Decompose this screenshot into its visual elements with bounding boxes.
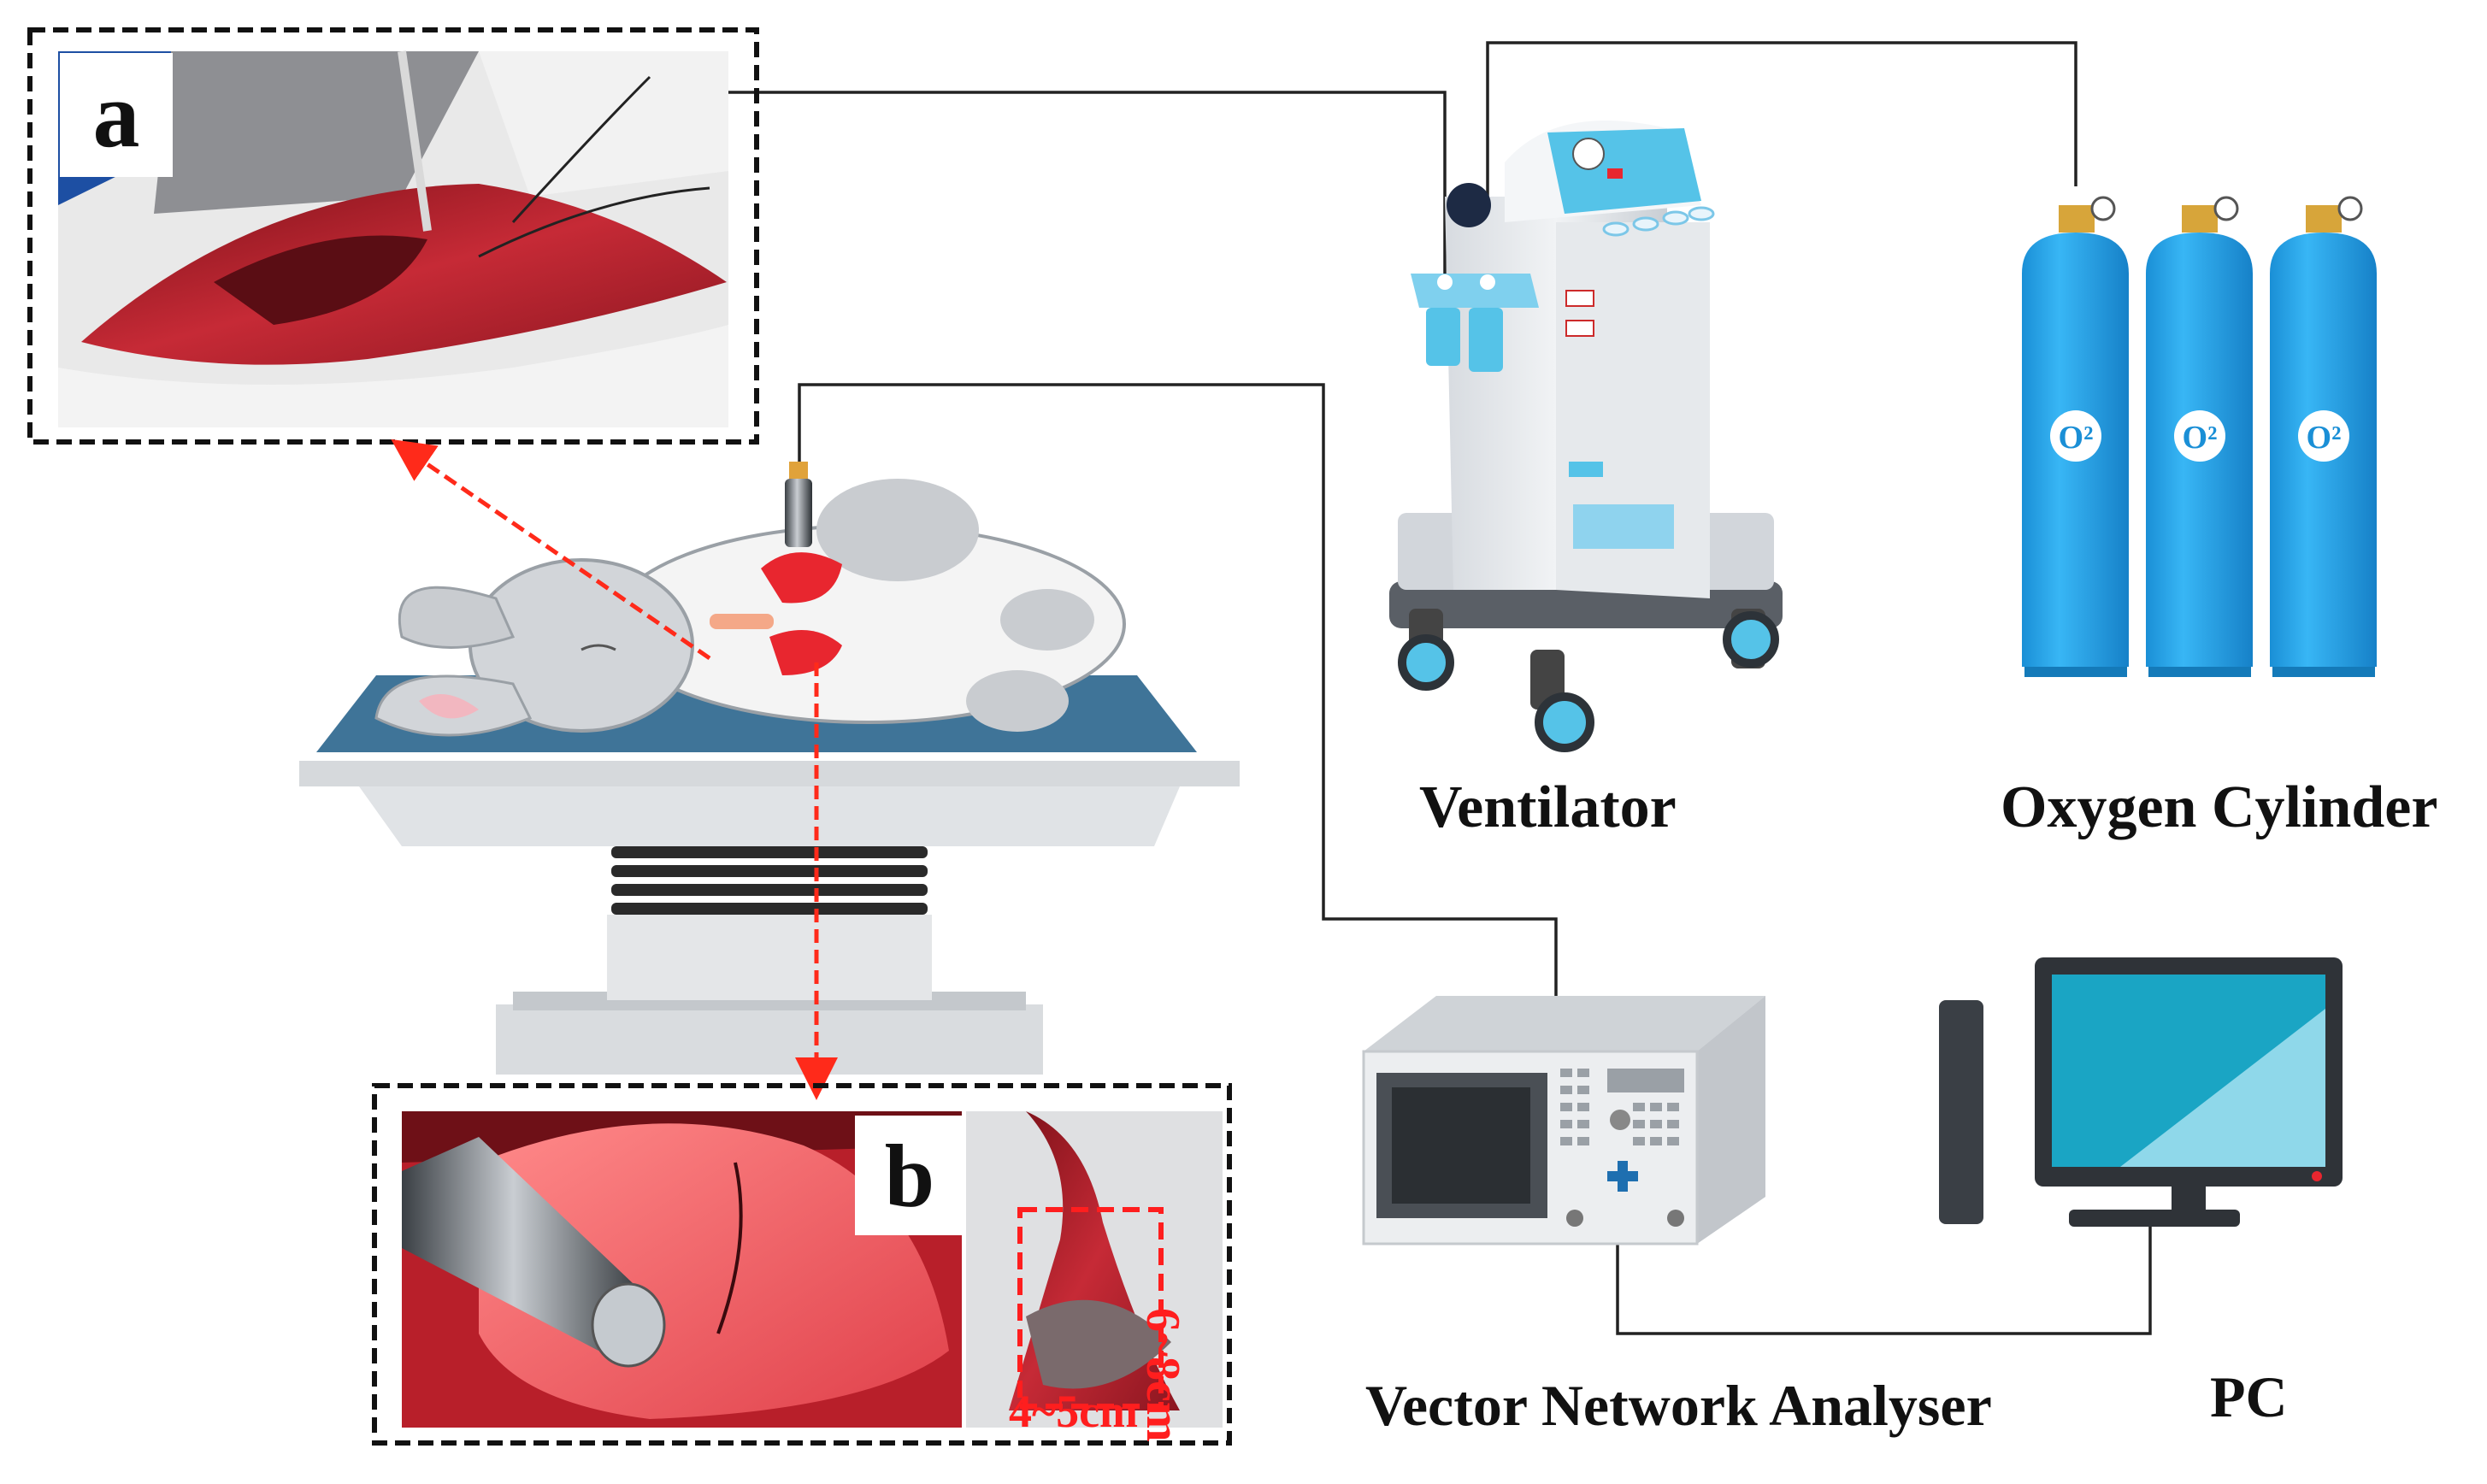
oxygen-cylinder-label: Oxygen Cylinder: [2001, 774, 2438, 840]
panel-a-inset: [27, 27, 759, 445]
pc-label: PC: [2210, 1364, 2288, 1429]
wire-vna-to-pc: [1616, 1218, 2152, 1335]
cylinder-mark-1: O²: [2059, 420, 2094, 456]
oxygen-cylinder-1: O²: [2022, 196, 2129, 677]
panel-a-letter: a: [60, 53, 173, 177]
cylinder-mark-2: O²: [2183, 420, 2218, 456]
wire-oxygen-to-ventilator: [1486, 41, 2077, 282]
dim-width-label: 4~5cm: [1009, 1386, 1139, 1437]
vna-label: Vector Network Analyser: [1365, 1373, 1992, 1438]
dim-height-label: 6~8cm: [1136, 1308, 1189, 1442]
red-pointer-arrows: [391, 439, 838, 1100]
operating-table: [299, 675, 1240, 1075]
ventilator: [1389, 121, 1783, 752]
rabbit-illustration: [374, 462, 1126, 737]
wire-probe-to-vna: [798, 383, 1558, 996]
ventilator-label: Ventilator: [1419, 774, 1677, 840]
oxygen-cylinder-2: O²: [2146, 196, 2253, 677]
oxygen-cylinders: O² O² O²: [2022, 196, 2377, 677]
cylinder-mark-3: O²: [2307, 420, 2342, 456]
panel-b-letter: b: [855, 1116, 964, 1235]
wire-trachea-to-ventilator: [721, 91, 1447, 423]
oxygen-cylinder-3: O²: [2270, 196, 2377, 677]
